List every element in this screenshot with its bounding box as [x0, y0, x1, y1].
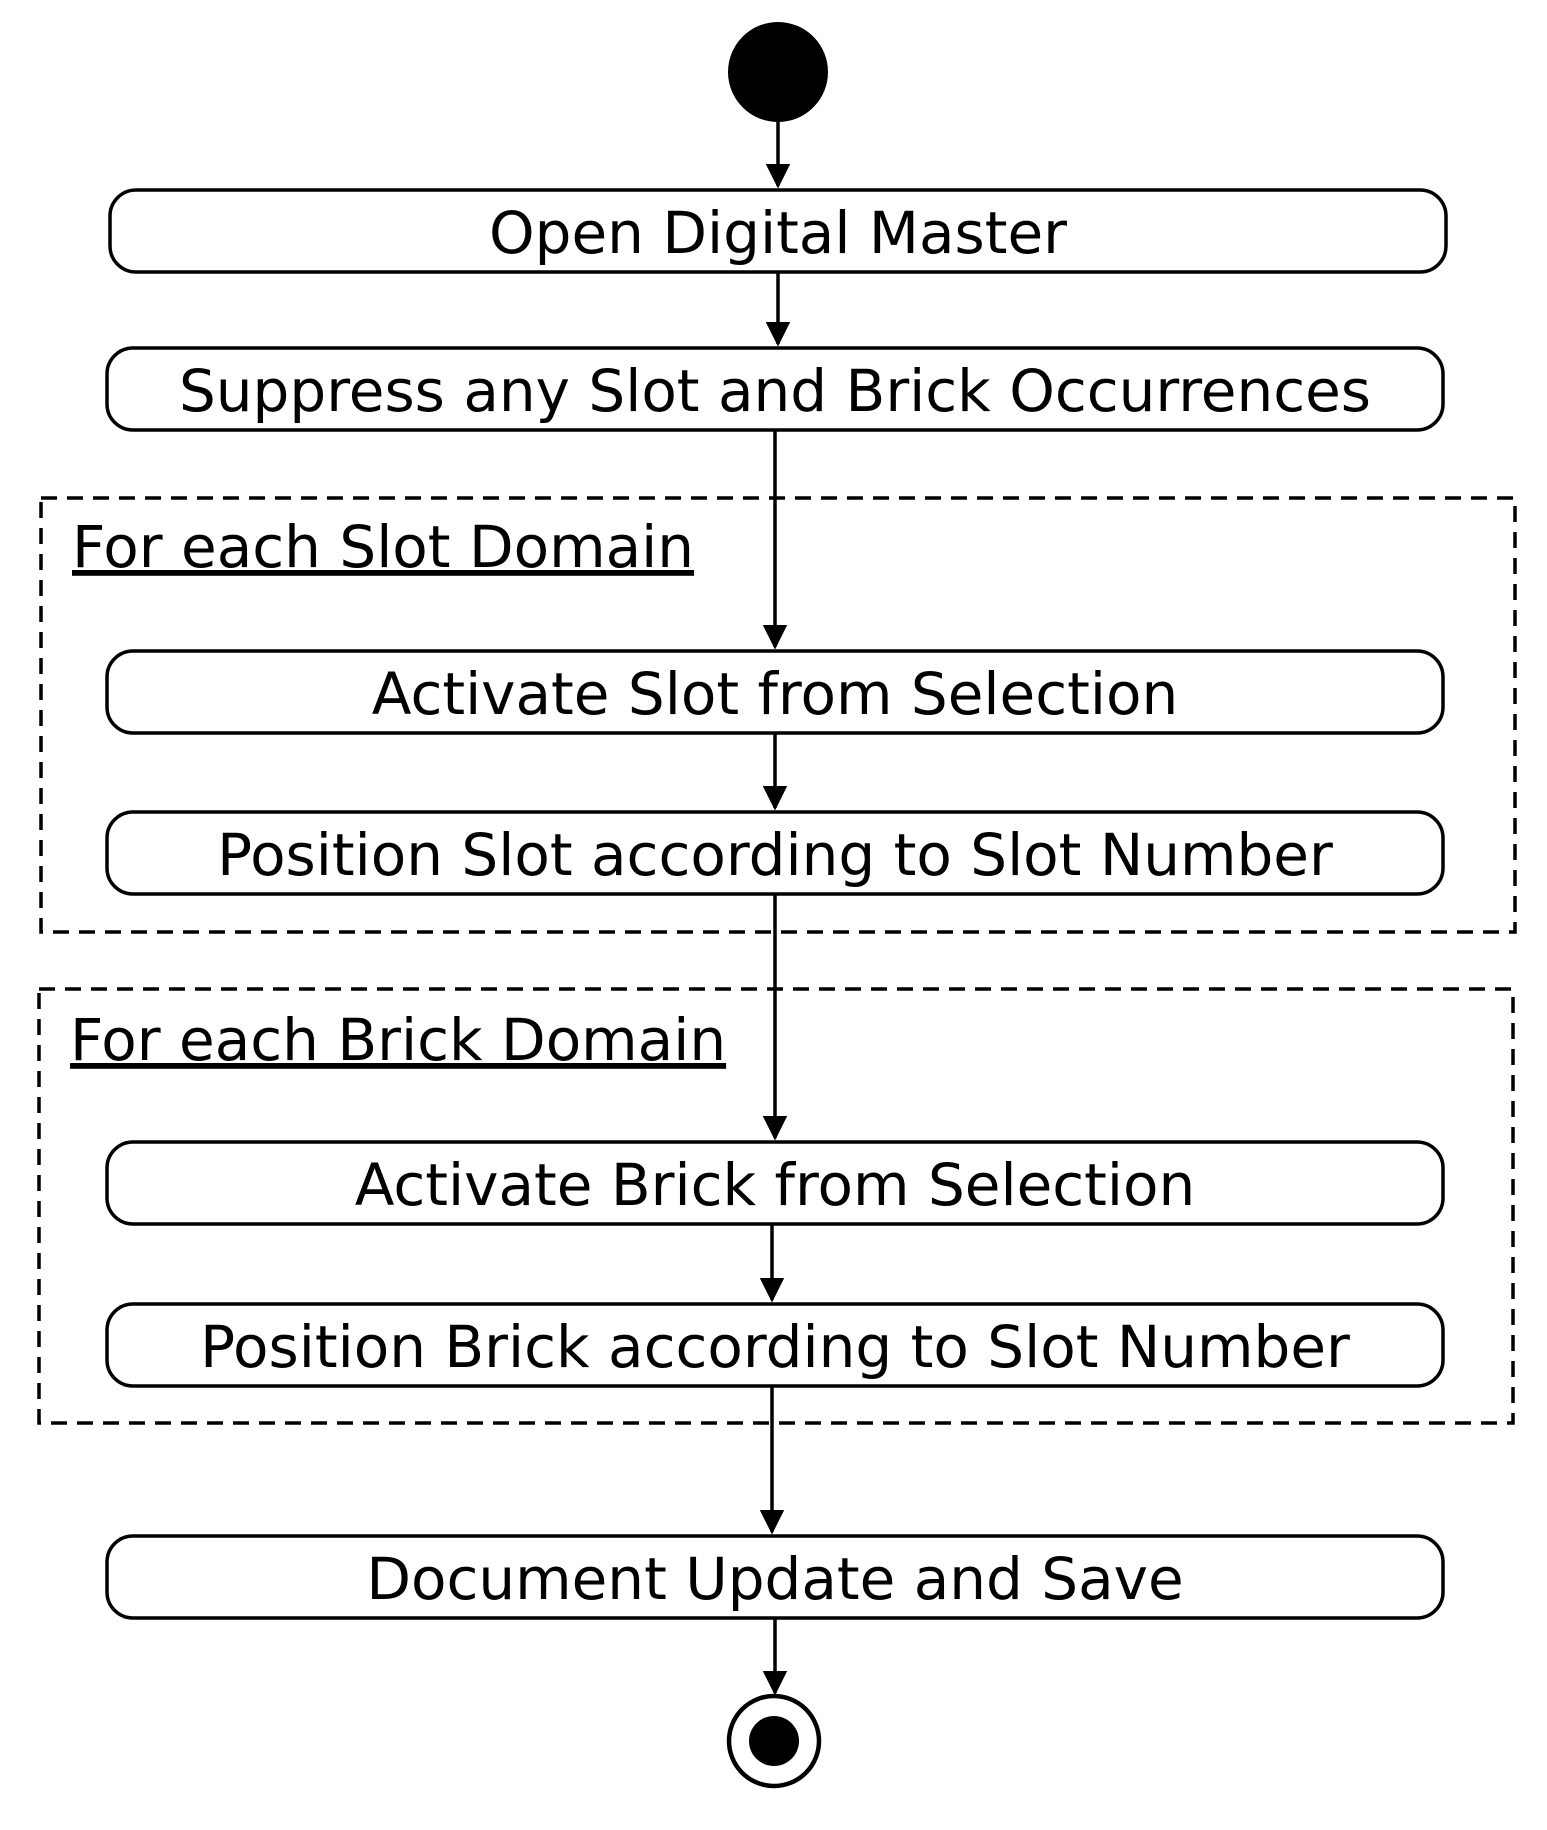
action-label: Open Digital Master — [489, 199, 1067, 267]
action-document-update-save: Document Update and Save — [105, 1534, 1445, 1620]
action-position-brick: Position Brick according to Slot Number — [105, 1302, 1445, 1388]
action-label: Activate Slot from Selection — [372, 660, 1178, 728]
action-label: Suppress any Slot and Brick Occurrences — [179, 357, 1371, 425]
action-position-slot: Position Slot according to Slot Number — [105, 810, 1445, 896]
loop-label-slot-domain: For each Slot Domain — [72, 513, 694, 581]
action-label: Activate Brick from Selection — [355, 1151, 1196, 1219]
action-activate-slot: Activate Slot from Selection — [105, 649, 1445, 735]
action-suppress-occurrences: Suppress any Slot and Brick Occurrences — [105, 346, 1445, 432]
action-activate-brick: Activate Brick from Selection — [105, 1140, 1445, 1226]
final-node — [726, 1693, 822, 1789]
action-open-digital-master: Open Digital Master — [108, 188, 1448, 274]
loop-frame-slot-domain — [39, 496, 1517, 934]
action-label: Position Brick according to Slot Number — [200, 1313, 1350, 1381]
action-label: Position Slot according to Slot Number — [217, 821, 1333, 889]
initial-node — [728, 22, 828, 122]
loop-label-brick-domain: For each Brick Domain — [70, 1006, 726, 1074]
action-label: Document Update and Save — [366, 1545, 1183, 1613]
